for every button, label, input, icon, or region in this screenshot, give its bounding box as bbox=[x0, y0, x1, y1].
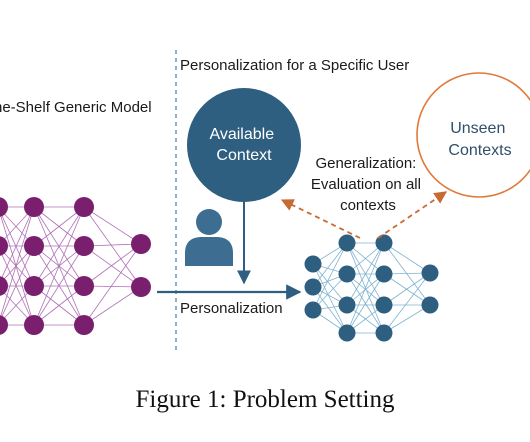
network-edge bbox=[0, 206, 35, 320]
network-edge bbox=[33, 245, 85, 326]
network-edge bbox=[33, 206, 85, 287]
unseen-contexts-label: Unseen Contexts bbox=[448, 120, 511, 159]
user-icon bbox=[185, 209, 233, 266]
unseen-contexts-circle bbox=[416, 72, 530, 198]
network-node bbox=[421, 264, 439, 282]
network-edge bbox=[383, 304, 431, 334]
network-edge bbox=[83, 206, 142, 288]
network-edge bbox=[312, 242, 348, 311]
network-node bbox=[375, 324, 393, 342]
network-node bbox=[0, 315, 8, 335]
network-node bbox=[131, 277, 151, 297]
network-edge bbox=[383, 272, 431, 306]
network-edge bbox=[312, 242, 348, 288]
unseen-contexts-line-2: Contexts bbox=[448, 142, 511, 159]
generalization-label: Generalization: Evaluation on all contex… bbox=[311, 155, 425, 214]
network-node bbox=[375, 265, 393, 283]
network-node bbox=[338, 265, 356, 283]
evaluation-arrow-right bbox=[377, 191, 448, 239]
evaluation-arrow-left bbox=[280, 199, 361, 239]
network-edge bbox=[33, 285, 85, 326]
network-edge bbox=[312, 263, 348, 334]
network-edges bbox=[312, 242, 431, 334]
generalization-line-1: Generalization: bbox=[315, 155, 416, 172]
personalization-header: Personalization for a Specific User bbox=[180, 57, 409, 74]
generic-neural-network bbox=[0, 197, 151, 335]
network-node bbox=[421, 296, 439, 314]
available-context-line-1: Available bbox=[209, 126, 274, 143]
network-edge bbox=[383, 272, 431, 334]
network-node bbox=[338, 296, 356, 314]
network-edges bbox=[0, 206, 142, 326]
unseen-contexts-line-1: Unseen bbox=[450, 120, 505, 137]
network-node bbox=[304, 301, 322, 319]
network-edge bbox=[0, 206, 35, 283]
generalization-line-3: contexts bbox=[340, 197, 396, 214]
personalized-neural-network bbox=[304, 234, 439, 342]
network-edge bbox=[83, 243, 142, 287]
network-node bbox=[0, 276, 8, 296]
network-edge bbox=[33, 206, 85, 247]
generalization-line-2: Evaluation on all bbox=[311, 176, 421, 193]
network-node bbox=[0, 236, 8, 256]
available-context-line-2: Context bbox=[216, 147, 272, 164]
network-edge bbox=[33, 206, 85, 326]
network-edge bbox=[312, 263, 348, 306]
network-node bbox=[375, 296, 393, 314]
personalization-label: Personalization bbox=[180, 300, 283, 317]
network-node bbox=[0, 197, 8, 217]
network-node bbox=[74, 236, 94, 256]
network-node bbox=[24, 197, 44, 217]
network-node bbox=[24, 276, 44, 296]
available-context-circle bbox=[187, 88, 301, 202]
network-node bbox=[24, 315, 44, 335]
network-node bbox=[338, 324, 356, 342]
network-node bbox=[131, 234, 151, 254]
network-edge bbox=[346, 242, 385, 306]
network-edge bbox=[83, 243, 142, 326]
network-edge bbox=[83, 245, 142, 288]
network-edge bbox=[346, 242, 385, 334]
network-edge bbox=[383, 242, 431, 274]
network-edge bbox=[383, 273, 431, 306]
network-edge bbox=[0, 245, 35, 322]
network-node bbox=[74, 197, 94, 217]
network-edge bbox=[383, 242, 431, 306]
figure-caption: Figure 1: Problem Setting bbox=[135, 386, 395, 413]
network-edge bbox=[83, 286, 142, 326]
network-node bbox=[74, 315, 94, 335]
network-node bbox=[375, 234, 393, 252]
network-edge bbox=[312, 286, 348, 334]
network-edge bbox=[83, 206, 142, 245]
network-node bbox=[304, 255, 322, 273]
network-node bbox=[338, 234, 356, 252]
network-node bbox=[24, 236, 44, 256]
network-node bbox=[304, 278, 322, 296]
network-node bbox=[74, 276, 94, 296]
generic-model-label: ne-Shelf Generic Model bbox=[0, 99, 152, 116]
available-context-label: Available Context bbox=[209, 126, 278, 164]
network-edge bbox=[346, 273, 385, 334]
